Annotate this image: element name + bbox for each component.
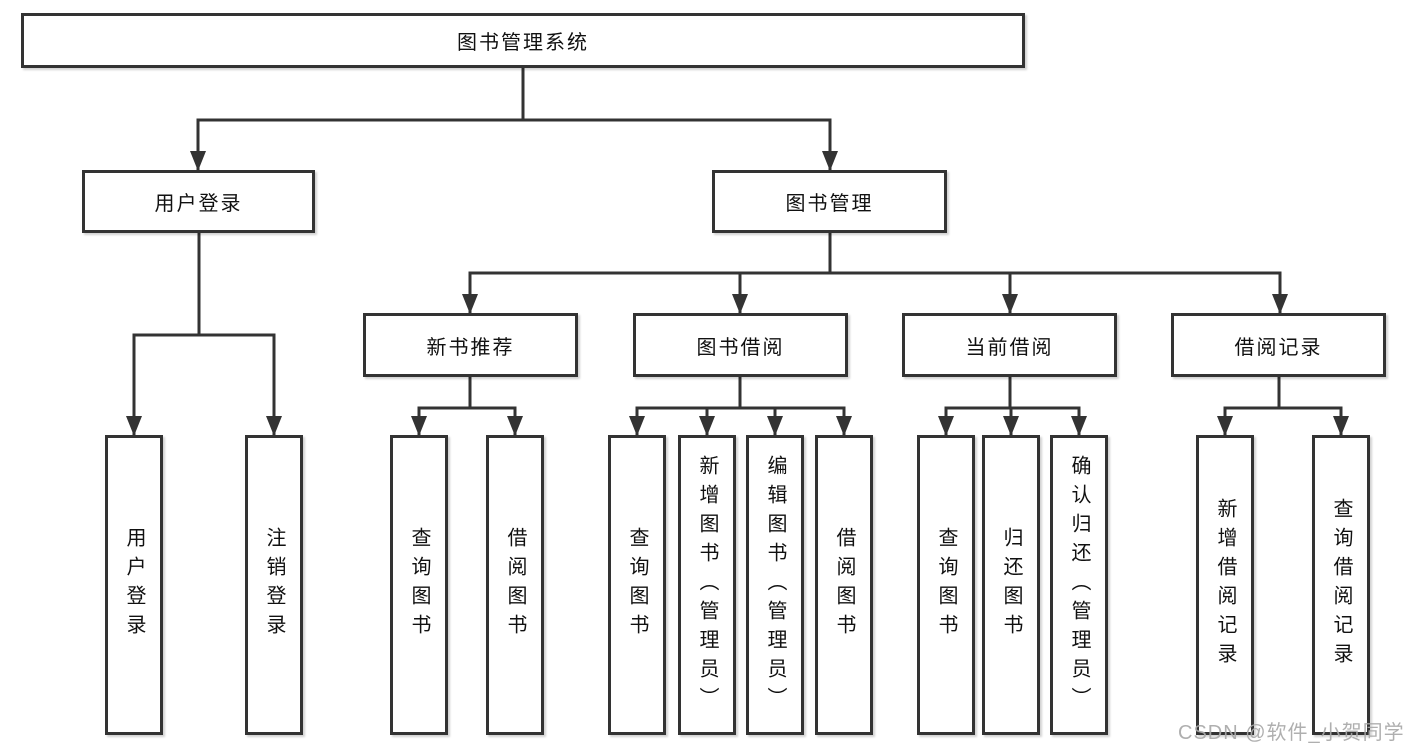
leaf-borrowing-query-books: 查询图书 <box>608 435 666 735</box>
leaf-records-add-record-label: 新增借阅记录 <box>1214 498 1236 672</box>
node-book-borrowing-label: 图书借阅 <box>696 336 785 359</box>
leaf-newbooks-query-books: 查询图书 <box>390 435 448 735</box>
leaf-borrowing-borrow-books-label: 借阅图书 <box>833 527 855 643</box>
node-current-borrowing-label: 当前借阅 <box>965 336 1054 359</box>
leaf-borrowing-query-books-label: 查询图书 <box>626 527 648 643</box>
leaf-records-query-record: 查询借阅记录 <box>1312 435 1370 735</box>
leaf-current-return-books: 归还图书 <box>982 435 1040 735</box>
node-new-book-recommendation-label: 新书推荐 <box>426 336 515 359</box>
leaf-borrowing-borrow-books: 借阅图书 <box>815 435 873 735</box>
leaf-current-query-books-label: 查询图书 <box>935 527 957 643</box>
node-book-management-label: 图书管理 <box>785 193 874 215</box>
node-user-login: 用户登录 <box>82 170 315 233</box>
node-book-management: 图书管理 <box>712 170 947 233</box>
leaf-current-query-books: 查询图书 <box>917 435 975 735</box>
leaf-borrowing-add-book-admin: 新增图书（管理员） <box>678 435 736 735</box>
leaf-newbooks-query-books-label: 查询图书 <box>408 527 430 643</box>
node-borrowing-records: 借阅记录 <box>1171 313 1386 377</box>
node-borrowing-records-label: 借阅记录 <box>1234 336 1323 359</box>
csdn-watermark: CSDN @软件_小贺同学 <box>1178 722 1405 744</box>
leaf-records-add-record: 新增借阅记录 <box>1196 435 1254 735</box>
leaf-records-query-record-label: 查询借阅记录 <box>1330 498 1352 672</box>
leaf-logout-label: 注销登录 <box>263 527 285 643</box>
leaf-current-return-books-label: 归还图书 <box>1000 527 1022 643</box>
leaf-borrowing-edit-book-admin: 编辑图书（管理员） <box>746 435 804 735</box>
leaf-logout: 注销登录 <box>245 435 303 735</box>
leaf-user-login: 用户登录 <box>105 435 163 735</box>
leaf-borrowing-edit-book-admin-label: 编辑图书（管理员） <box>764 454 786 716</box>
node-root: 图书管理系统 <box>21 13 1025 68</box>
leaf-borrowing-add-book-admin-label: 新增图书（管理员） <box>696 454 718 716</box>
leaf-user-login-label: 用户登录 <box>123 527 145 643</box>
node-user-login-label: 用户登录 <box>154 193 243 215</box>
node-current-borrowing: 当前借阅 <box>902 313 1117 377</box>
node-book-borrowing: 图书借阅 <box>633 313 848 377</box>
leaf-newbooks-borrow-books-label: 借阅图书 <box>504 527 526 643</box>
leaf-current-confirm-return-admin-label: 确认归还（管理员） <box>1068 454 1090 716</box>
leaf-current-confirm-return-admin: 确认归还（管理员） <box>1050 435 1108 735</box>
node-new-book-recommendation: 新书推荐 <box>363 313 578 377</box>
node-root-label: 图书管理系统 <box>457 32 589 54</box>
leaf-newbooks-borrow-books: 借阅图书 <box>486 435 544 735</box>
